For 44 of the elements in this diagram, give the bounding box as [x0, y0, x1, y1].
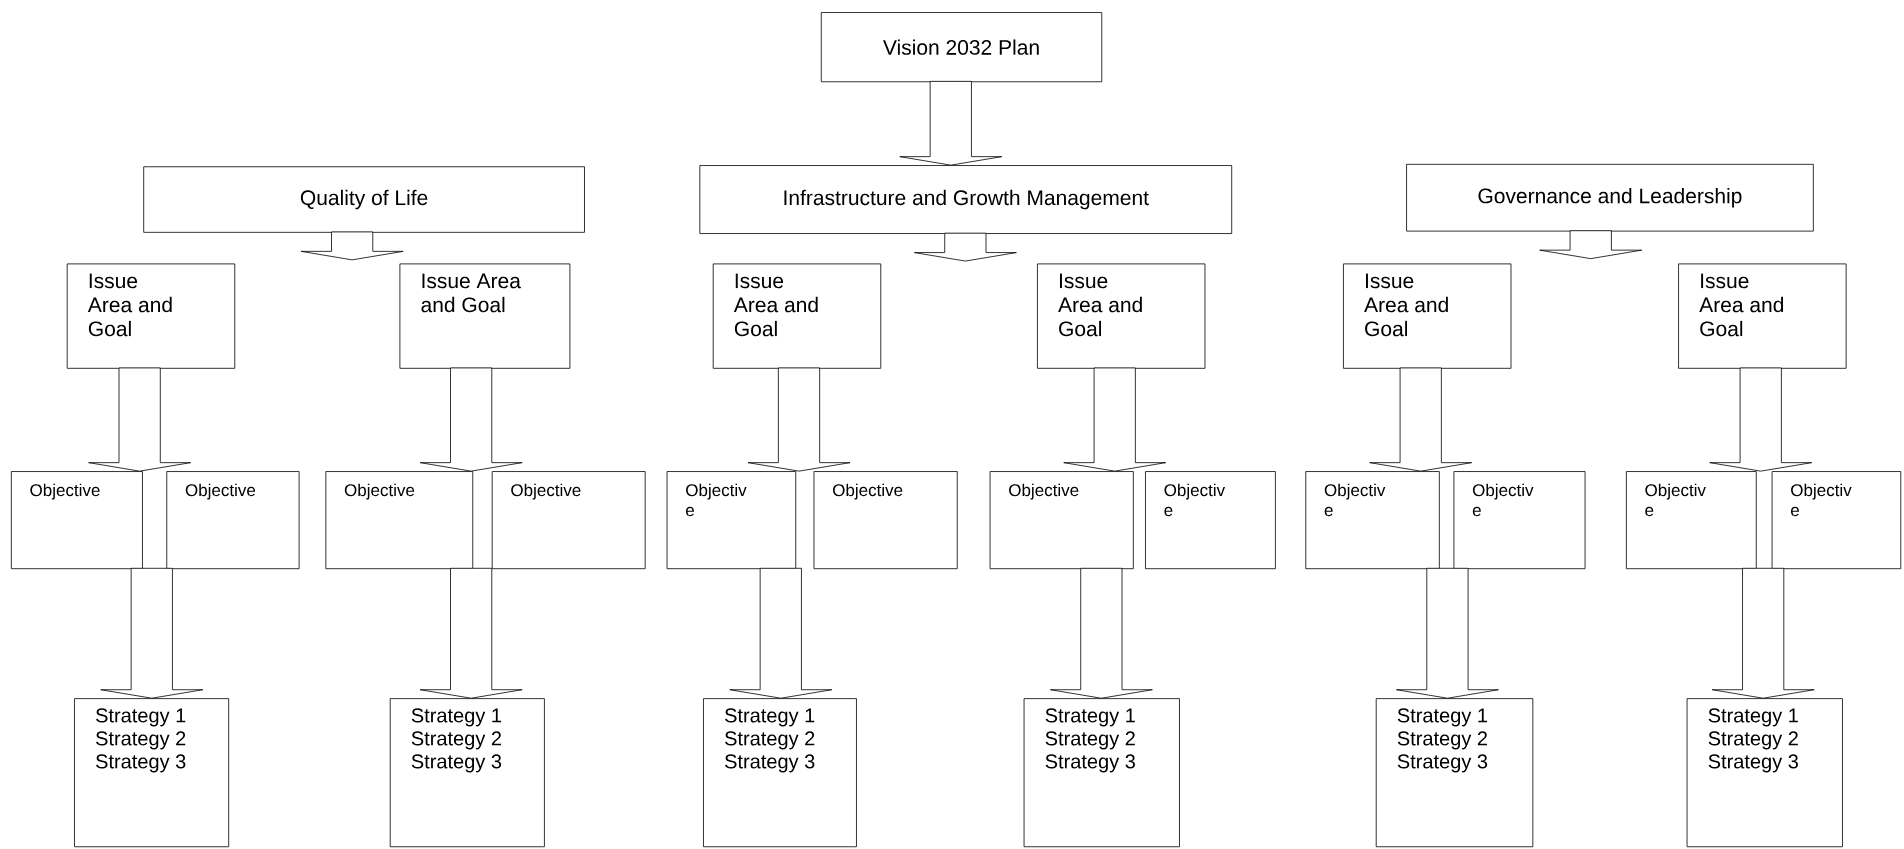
objective-box: Objectiv e	[666, 471, 797, 570]
block-arrow	[729, 567, 833, 699]
strategy-box: Strategy 1 Strategy 2 Strategy 3	[1375, 698, 1534, 848]
block-arrow	[300, 231, 404, 261]
block-arrow	[913, 232, 1017, 262]
block-arrow	[1369, 367, 1473, 472]
issue-box: Issue Area and Goal	[712, 263, 882, 369]
block-arrow	[88, 367, 192, 472]
strategy-box: Strategy 1 Strategy 2 Strategy 3	[1023, 698, 1180, 848]
title-box: Infrastructure and Growth Management	[699, 165, 1233, 234]
objective-box: Objectiv e	[1145, 471, 1276, 570]
strategy-box: Strategy 1 Strategy 2 Strategy 3	[703, 698, 857, 848]
objective-box: Objective	[325, 471, 474, 570]
issue-box: Issue Area and Goal	[1037, 263, 1206, 369]
block-arrow	[1063, 367, 1167, 472]
objective-box: Objective	[166, 471, 300, 570]
block-arrow	[100, 567, 204, 699]
block-arrow	[747, 367, 851, 472]
strategy-box: Strategy 1 Strategy 2 Strategy 3	[389, 698, 545, 848]
objective-box: Objective	[813, 471, 958, 570]
block-arrow	[419, 567, 523, 699]
strategy-box: Strategy 1 Strategy 2 Strategy 3	[74, 698, 230, 848]
objective-box: Objectiv e	[1771, 471, 1902, 570]
block-arrow	[419, 367, 523, 472]
block-arrow	[1539, 230, 1643, 260]
objective-box: Objective	[491, 471, 646, 570]
objective-box: Objective	[989, 471, 1134, 570]
objective-box: Objective	[10, 471, 143, 570]
block-arrow	[899, 80, 1003, 166]
objective-box: Objectiv e	[1625, 471, 1757, 570]
block-arrow	[1049, 567, 1153, 699]
block-arrow	[1396, 567, 1499, 699]
title-box: Vision 2032 Plan	[820, 12, 1103, 83]
issue-box: Issue Area and Goal	[399, 263, 571, 369]
title-box: Quality of Life	[143, 166, 585, 233]
issue-box: Issue Area and Goal	[1343, 263, 1512, 369]
strategy-box: Strategy 1 Strategy 2 Strategy 3	[1686, 698, 1843, 848]
block-arrow	[1711, 567, 1815, 699]
title-box: Governance and Leadership	[1406, 163, 1814, 232]
issue-box: Issue Area and Goal	[66, 263, 236, 369]
block-arrow	[1709, 367, 1813, 472]
objective-box: Objectiv e	[1453, 471, 1586, 570]
objective-box: Objectiv e	[1305, 471, 1440, 570]
issue-box: Issue Area and Goal	[1678, 263, 1847, 369]
